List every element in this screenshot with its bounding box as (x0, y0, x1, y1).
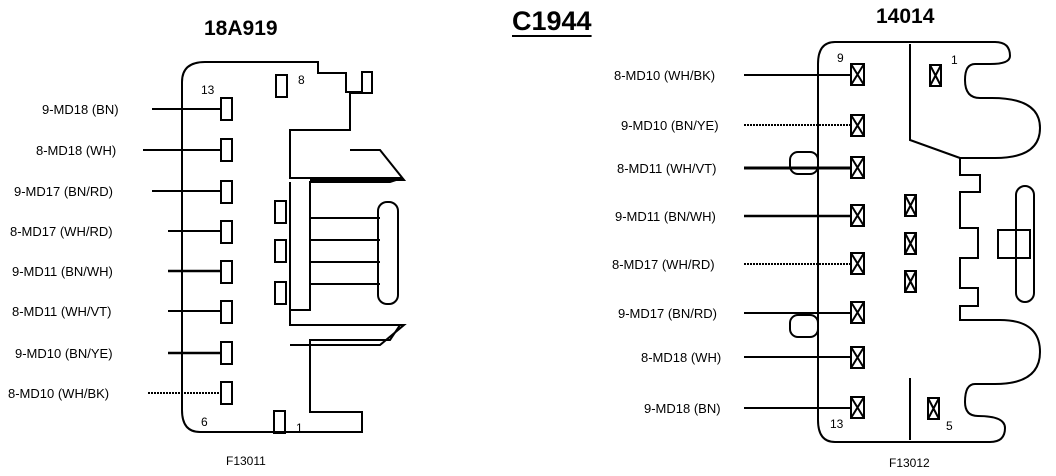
left-connector-header: 18A919 (204, 17, 278, 40)
left-connector-body (181, 61, 403, 433)
right-pin-label-13: 13 (830, 417, 844, 431)
right-wire-label: 8-MD11 (WH/VT) (617, 161, 717, 176)
left-wire-label: 8-MD11 (WH/VT) (12, 304, 112, 319)
right-connector-body (817, 41, 1042, 443)
left-pin-label-13: 13 (201, 83, 215, 97)
left-connector-ramp-bottom (290, 324, 407, 346)
left-figure-number: F13011 (226, 454, 266, 468)
right-wire-label: 8-MD10 (WH/BK) (614, 68, 716, 83)
left-wire-leads (143, 108, 220, 394)
right-wire-label: 9-MD11 (BN/WH) (615, 209, 716, 224)
left-wire-label: 9-MD10 (BN/YE) (15, 346, 113, 361)
left-wire-label: 8-MD18 (WH) (36, 143, 117, 158)
right-wire-label: 9-MD10 (BN/YE) (621, 118, 719, 133)
left-wire-label: 8-MD10 (WH/BK) (8, 386, 110, 401)
diagram-title: C1944 (512, 6, 592, 36)
right-wire-label: 8-MD18 (WH) (641, 350, 722, 365)
left-connector-lock-bar (377, 201, 399, 305)
left-wire-label: 9-MD17 (BN/RD) (14, 184, 113, 199)
left-wire-label: 9-MD18 (BN) (42, 102, 119, 117)
right-pin-label-9: 9 (837, 51, 844, 65)
left-wire-label: 8-MD17 (WH/RD) (10, 224, 113, 239)
left-pin-label-1: 1 (296, 421, 303, 435)
left-pin-label-6: 6 (201, 415, 208, 429)
right-connector-key (997, 229, 1031, 259)
right-cavities (850, 63, 942, 420)
left-wire-label: 9-MD11 (BN/WH) (12, 264, 113, 279)
left-cavities (220, 74, 288, 434)
right-wire-label: 8-MD17 (WH/RD) (612, 257, 715, 272)
right-wire-label: 9-MD18 (BN) (644, 401, 721, 416)
right-connector-tab-lower (789, 314, 819, 338)
right-pin-label-1: 1 (951, 53, 958, 67)
right-connector-tab-upper (789, 151, 819, 175)
left-pin-label-8: 8 (298, 73, 305, 87)
left-connector-ramp-top (310, 149, 407, 181)
right-connector-header: 14014 (876, 5, 935, 28)
left-connector-latch (289, 130, 380, 310)
right-wire-leads (744, 74, 851, 409)
right-pin-label-5: 5 (946, 419, 953, 433)
right-connector-lock-bar (1015, 185, 1035, 303)
right-figure-number: F13012 (889, 456, 930, 470)
right-wire-label: 9-MD17 (BN/RD) (618, 306, 717, 321)
right-connector-divider (909, 44, 961, 440)
